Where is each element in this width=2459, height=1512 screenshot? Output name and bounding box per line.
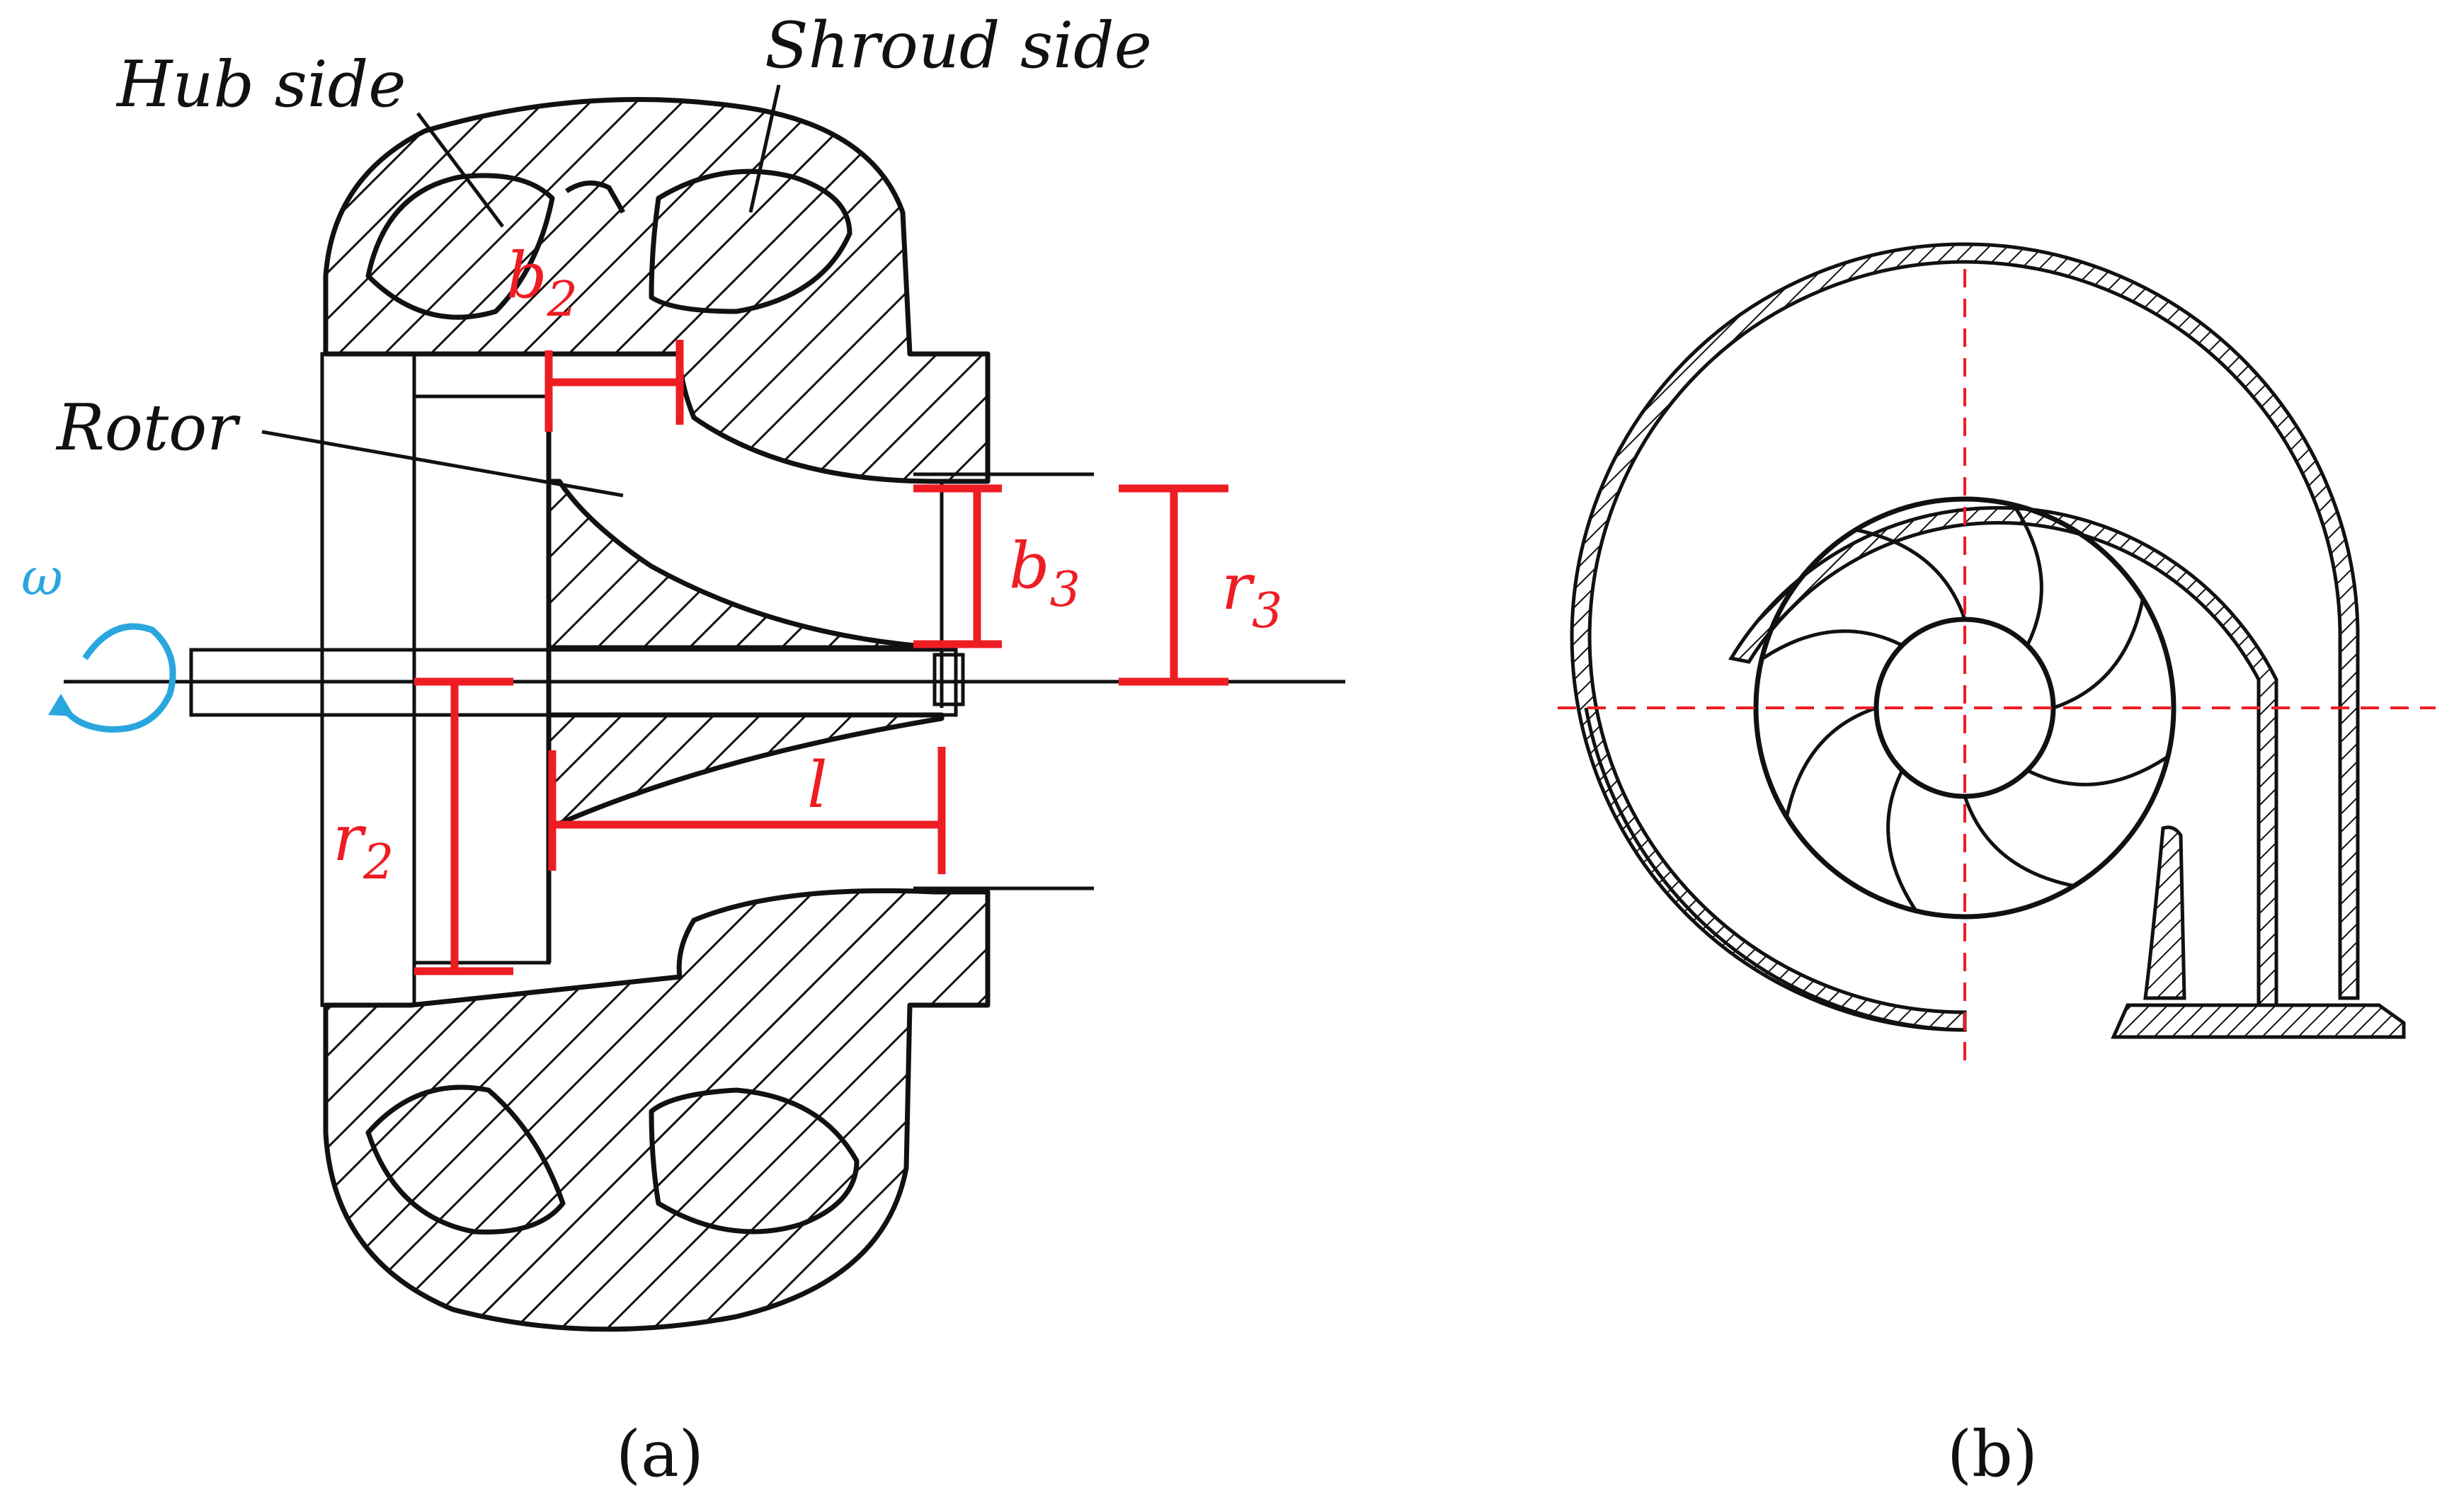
dim-b2: b2 [506,239,684,432]
rotor-lower [546,712,945,831]
impeller-blade [2053,598,2145,710]
shroud-cavity-bottom [649,1087,860,1235]
caption-a: (a) [616,1417,704,1491]
dim-r3: r3 [1119,484,1282,686]
label-b3: b3 [1009,529,1080,618]
hub-cavity-bottom [365,1084,566,1235]
label-shroud-side: Shroud side [765,8,1152,83]
casing-top [323,97,991,484]
label-b2: b2 [506,239,578,328]
dim-l: l [548,747,946,874]
shaft-tip [932,653,965,706]
spike-top [565,181,626,214]
impeller-blade [1785,706,1877,818]
volute-inner-shell [1728,505,2278,1007]
shroud-cavity-top [649,168,852,314]
label-r2: r2 [333,801,394,890]
label-l: l [807,748,828,823]
rotation-arrowhead-icon [48,694,74,716]
rotation-arrow-icon [57,623,176,733]
impeller-blade [2026,755,2169,786]
dim-r2: r2 [333,677,513,975]
panel-b-volute: (b) [1558,242,2436,1491]
impeller-blade [1963,796,2075,888]
shroud-side-leader [748,84,781,213]
rotor-leader [261,430,624,498]
impeller-blade [2012,503,2043,646]
rotor-upper [546,479,945,651]
rotation-omega-symbol: ω [21,547,176,733]
hub-side-leader [416,112,504,228]
panel-a-cross-section: ω b2 b3 r3 r2 [21,8,1345,1491]
volute-inner-spiral [1584,707,1966,1032]
outlet-flange [2111,1003,2406,1039]
label-rotor: Rotor [55,391,241,465]
label-r3: r3 [1221,550,1282,639]
impeller-blade [1886,769,1918,912]
volute-tongue [2143,825,2186,1000]
label-hub-side: Hub side [115,47,406,122]
caption-b: (b) [1947,1417,2038,1491]
omega-label: ω [21,547,63,607]
impeller-blade [1760,629,1903,661]
impeller-outer-ring [1753,496,2176,920]
impeller-blades [1760,503,2169,912]
impeller-blade [1855,528,1967,620]
dim-b3: b3 [913,484,1080,648]
hub-cavity-top [365,173,555,320]
